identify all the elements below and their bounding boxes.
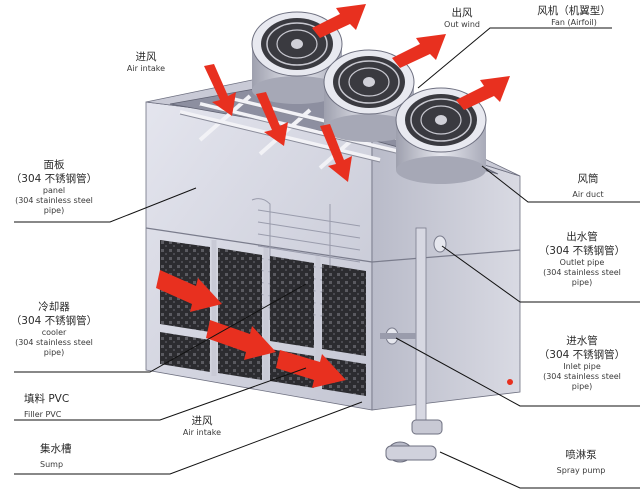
spray-pump-shape — [385, 419, 443, 463]
cooler-en2: (304 stainless steel — [15, 338, 93, 347]
label-cooler: 冷却器 （304 不锈钢管） cooler (304 stainless ste… — [4, 300, 104, 358]
sump-en: Sump — [40, 460, 64, 469]
out-wind-en: Out wind — [444, 20, 480, 29]
air-duct-en: Air duct — [572, 190, 604, 199]
label-air-duct: 风筒 Air duct — [548, 172, 628, 200]
outlet-pipe-en2: (304 stainless steel — [543, 268, 621, 277]
air-intake-top-cn: 进风 — [135, 51, 157, 63]
sump-cn: 集水槽 — [40, 443, 72, 455]
filler-en: Filler PVC — [24, 410, 62, 419]
label-panel: 面板 （304 不锈钢管） panel (304 stainless steel… — [4, 158, 104, 216]
panel-cn: 面板 — [43, 159, 65, 171]
panel-en2: (304 stainless steel — [15, 196, 93, 205]
air-intake-top-en: Air intake — [126, 64, 166, 73]
inlet-pipe-cn2: （304 不锈钢管） — [538, 349, 626, 361]
cooler-en3: pipe) — [43, 348, 65, 357]
outlet-pipe-cn: 出水管 — [566, 231, 598, 243]
spray-pump-en: Spray pump — [556, 466, 606, 475]
panel-cn2: （304 不锈钢管） — [10, 173, 98, 185]
air-intake-top-arrows — [204, 64, 352, 182]
fan-en: Fan (Airfoil) — [551, 18, 597, 27]
cooler-cn2: （304 不锈钢管） — [10, 315, 98, 327]
air-intake-bottom-en: Air intake — [182, 428, 222, 437]
leader-lines — [14, 27, 640, 489]
outlet-pipe-en1: Outlet pipe — [559, 258, 605, 267]
inlet-pipe-en1: Inlet pipe — [563, 362, 601, 371]
outlet-pipe-cn2: （304 不锈钢管） — [538, 245, 626, 257]
fan-1 — [251, 11, 343, 104]
inlet-pipe-en3: pipe) — [571, 382, 593, 391]
fan-cn: 风机（机翼型） — [537, 5, 611, 17]
inlet-pipe-cn: 进水管 — [566, 335, 598, 347]
out-wind-cn: 出风 — [451, 7, 473, 19]
label-outlet-pipe: 出水管 （304 不锈钢管） Outlet pipe (304 stainles… — [528, 230, 636, 288]
outlet-pipe-en3: pipe) — [571, 278, 593, 287]
air-intake-bottom-cn: 进风 — [191, 415, 213, 427]
label-fan: 风机（机翼型） Fan (Airfoil) — [524, 4, 624, 28]
fan-2 — [323, 49, 415, 142]
filler-cn: 填料 PVC — [24, 393, 70, 405]
spray-pump-cn: 喷淋泵 — [565, 449, 597, 461]
cooler-cn: 冷却器 — [38, 301, 70, 313]
cooler-en1: cooler — [41, 328, 67, 337]
label-air-intake-bottom: 进风 Air intake — [162, 414, 242, 438]
side-pipe — [415, 227, 427, 425]
panel-en1: panel — [42, 186, 66, 195]
label-inlet-pipe: 进水管 （304 不锈钢管） Inlet pipe (304 stainless… — [528, 334, 636, 392]
label-out-wind: 出风 Out wind — [432, 6, 492, 30]
label-air-intake-top: 进风 Air intake — [106, 50, 186, 74]
label-sump: 集水槽 Sump — [40, 442, 120, 470]
out-wind-arrows — [312, 4, 510, 110]
panel-en3: pipe) — [43, 206, 65, 215]
air-duct-cn: 风筒 — [577, 173, 599, 185]
inlet-pipe-en2: (304 stainless steel — [543, 372, 621, 381]
label-filler: 填料 PVC Filler PVC — [24, 392, 124, 420]
label-spray-pump: 喷淋泵 Spray pump — [536, 448, 626, 476]
